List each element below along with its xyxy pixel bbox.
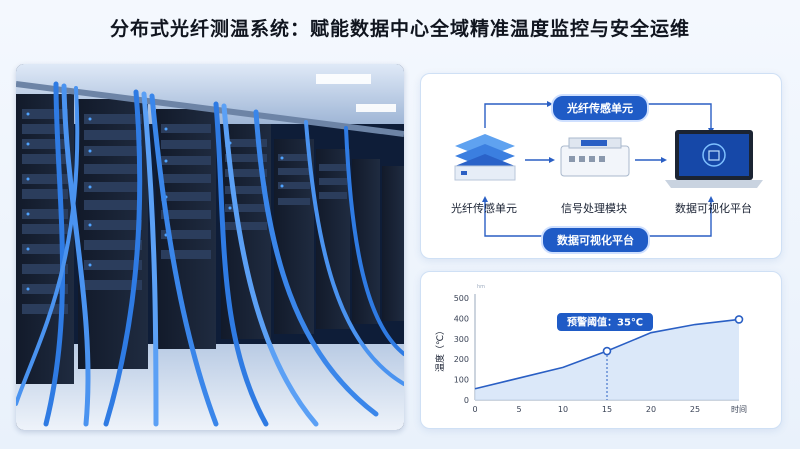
temperature-chart-panel: 0 100 200 300 400 500 hm 温度（℃） 0 5 10 15 20 25 时间 预警阈值：… [420,271,782,429]
sensing-unit-illustration [454,134,516,181]
signal-module-illustration [560,137,630,177]
x-tick-label: 10 [558,405,568,414]
x-tick-label: 20 [646,405,656,414]
y-axis-title: 温度（℃） [434,326,446,372]
y-tick-label: 300 [454,335,469,344]
page-title: 分布式光纤测温系统：赋能数据中心全域精准温度监控与安全运维 [109,18,690,40]
server-room-photo [16,64,404,430]
y-tick-label: 0 [464,396,469,405]
flow-connectors [454,101,763,237]
threshold-badge [557,313,653,332]
y-tick-label: 100 [454,376,469,385]
threshold-point-marker [602,346,612,356]
x-tick-label: 0 [472,405,477,414]
y-tick-label: 400 [454,314,469,323]
y-tick-label: 500 [454,294,469,303]
laptop-illustration [665,130,763,188]
system-flow-panel: 光纤传感单元 数据可视化平台 光纤传感单元 信号处理模块 数据可视化平台 [420,73,782,259]
temperature-chart: 0 100 200 300 400 500 hm 温度（℃） 0 5 10 15 20 25 时间 预警阈值：… [434,284,747,414]
x-tick-label: 5 [516,405,521,414]
x-tick-label: 15 [602,405,612,414]
node-label-sensing: 光纤传感单元 [451,202,517,215]
y-unit-label: hm [477,284,485,290]
x-axis-end-label: 时间 [731,404,747,414]
node-label-platform: 数据可视化平台 [675,202,752,215]
threshold-badge-text: 预警阈值：35℃ [567,316,643,329]
bottom-flow-label: 数据可视化平台 [541,226,650,254]
last-point-marker [734,315,744,324]
series-line [474,318,740,390]
node-label-signal: 信号处理模块 [561,202,627,215]
y-tick-label: 200 [454,355,469,364]
top-flow-label: 光纤传感单元 [551,94,649,122]
x-tick-label: 25 [690,405,700,414]
